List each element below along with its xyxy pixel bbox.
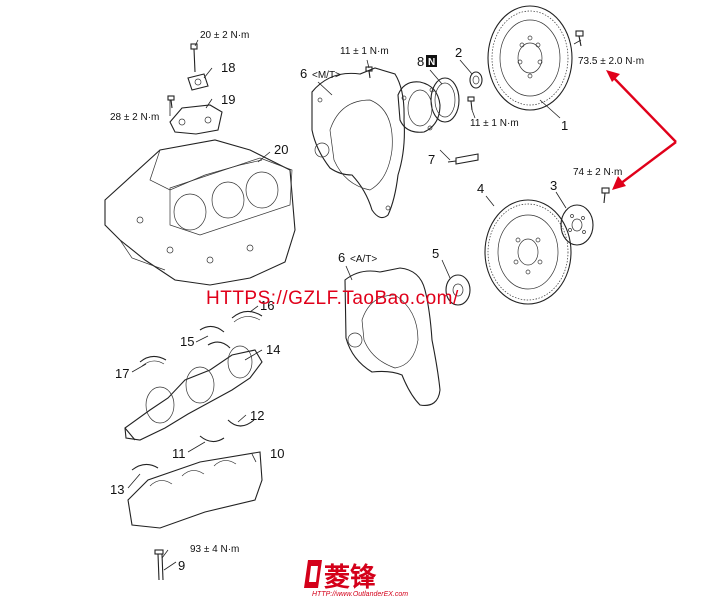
callout-1: 1 xyxy=(561,118,568,133)
callout-13: 13 xyxy=(110,482,124,497)
flywheel xyxy=(487,5,573,111)
callout-16: 16 xyxy=(260,298,274,313)
torque-seal-case: 11 ± 1 N·m xyxy=(470,118,519,129)
logo: 菱锋 HTTP://www.OutlanderEX.com xyxy=(304,560,408,598)
rear-plate-mt xyxy=(311,67,405,219)
bearing-cap xyxy=(127,451,263,529)
torque-specs: 20 ± 2 N·m 28 ± 2 N·m 11 ± 1 N·m 11 ± 1 … xyxy=(110,30,644,555)
torque-bracket: 28 ± 2 N·m xyxy=(110,112,159,123)
tag-at: <A/T> xyxy=(350,254,377,265)
torque-top-bolt: 20 ± 2 N·m xyxy=(200,30,249,41)
callout-12: 12 xyxy=(250,408,264,423)
logo-url: HTTP://www.OutlanderEX.com xyxy=(312,591,408,598)
adapter-plate xyxy=(560,204,594,246)
watermark: HTTPS://GZLF.TaoBao.com/ xyxy=(206,288,459,309)
seal-case-bolt xyxy=(467,96,475,111)
callouts: 1 2 3 4 5 6 <M/T> 6 <A/T> 7 8 N 9 10 11 … xyxy=(110,45,568,573)
bracket xyxy=(169,104,223,135)
callout-2: 2 xyxy=(455,45,462,60)
sealant-tube xyxy=(447,153,479,165)
bearing-17 xyxy=(139,355,167,367)
callout-4: 4 xyxy=(477,181,484,196)
plate-bolt-mt xyxy=(365,66,373,79)
callout-7: 7 xyxy=(428,152,435,167)
callout-5: 5 xyxy=(432,246,439,261)
tag-mt: <M/T> xyxy=(312,70,341,81)
crankshaft xyxy=(124,345,263,441)
new-part-badge xyxy=(426,55,437,67)
leader-lines xyxy=(127,39,582,571)
upper-bearing-16 xyxy=(231,310,263,323)
torque-drive-plate: 74 ± 2 N·m xyxy=(573,167,622,178)
oil-seal-case xyxy=(397,81,441,133)
torque-flywheel: 73.5 ± 2.0 N·m xyxy=(578,56,644,67)
lower-bearing-11 xyxy=(199,435,225,443)
rear-plate-at xyxy=(344,267,441,406)
callout-19: 19 xyxy=(221,92,235,107)
drive-plate-bolt xyxy=(601,187,610,204)
callout-20: 20 xyxy=(274,142,288,157)
sensor-bolt xyxy=(190,43,198,73)
cylinder-head-gasket xyxy=(169,157,293,236)
new-part-badge-letter: N xyxy=(428,57,435,68)
bracket-bolt xyxy=(167,95,175,109)
callout-3: 3 xyxy=(550,178,557,193)
callout-18: 18 xyxy=(221,60,235,75)
torque-cap-bolt: 93 ± 4 N·m xyxy=(190,544,239,555)
red-arrows xyxy=(606,70,677,190)
lower-bearing-12 xyxy=(227,419,255,427)
callout-10: 10 xyxy=(270,446,284,461)
callout-11: 11 xyxy=(172,446,186,461)
callout-17: 17 xyxy=(115,366,129,381)
crankshaft-adapter xyxy=(445,274,471,306)
callout-6-at: 6 xyxy=(338,250,345,265)
thrust-bearing-15 xyxy=(199,325,231,349)
torque-plate-mt: 11 ± 1 N·m xyxy=(340,46,389,57)
callout-8: 8 xyxy=(417,54,424,69)
sensor xyxy=(187,73,209,91)
drive-plate xyxy=(484,199,572,305)
flywheel-bolt xyxy=(575,30,584,47)
rear-oil-seal xyxy=(430,77,460,123)
callout-15: 15 xyxy=(180,334,194,349)
callout-14: 14 xyxy=(266,342,280,357)
logo-text: 菱锋 xyxy=(324,562,377,592)
oil-seal-small xyxy=(469,71,483,89)
bearing-cap-bolt xyxy=(154,549,164,581)
callout-6-mt: 6 xyxy=(300,66,307,81)
callout-9: 9 xyxy=(178,558,185,573)
